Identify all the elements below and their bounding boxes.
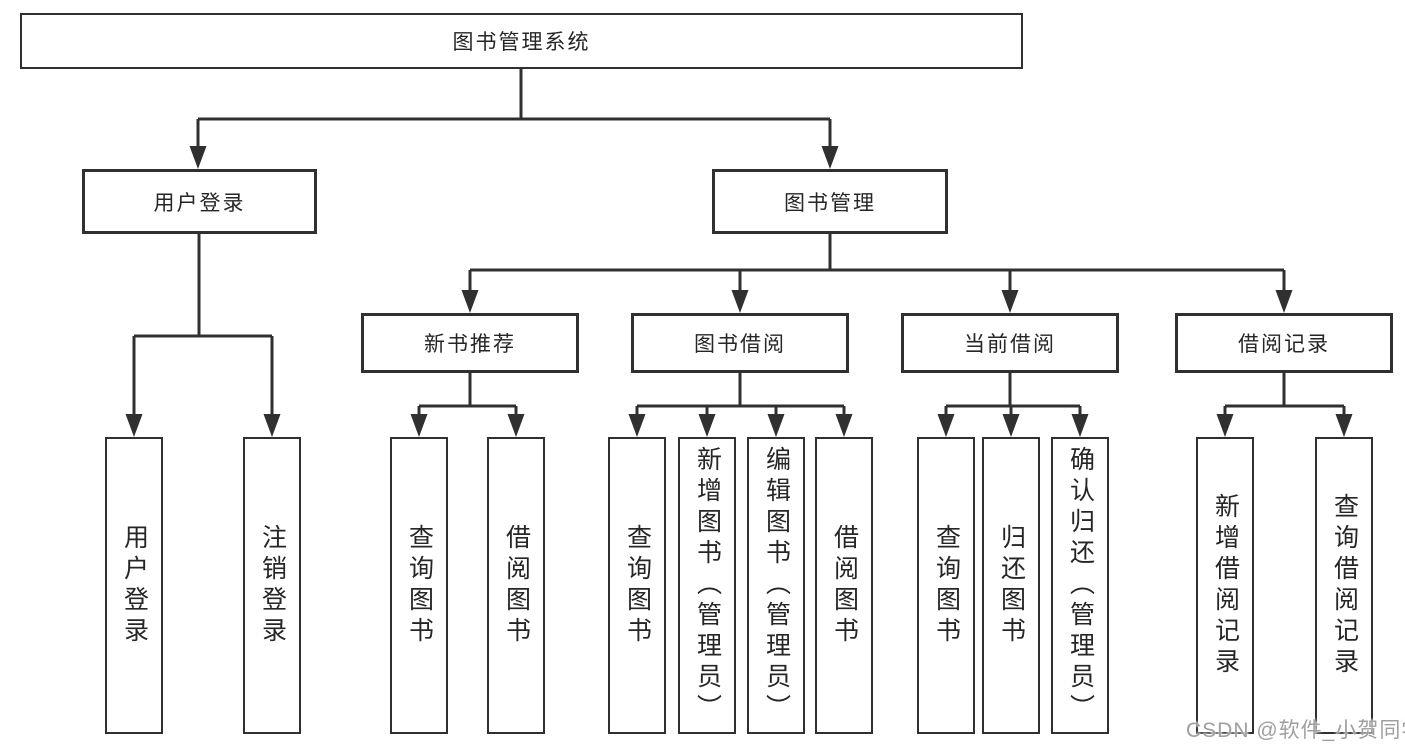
node-book-borrowing: 图书借阅 bbox=[631, 313, 849, 373]
leaf-query-books-current: 查询图书 bbox=[917, 437, 975, 734]
node-new-book-recommendation: 新书推荐 bbox=[361, 313, 579, 373]
leaf-logout: 注销登录 bbox=[243, 437, 301, 734]
node-current-borrowing: 当前借阅 bbox=[901, 313, 1119, 373]
node-user-login: 用户登录 bbox=[82, 169, 317, 234]
leaf-edit-book-admin: 编辑图书（管理员） bbox=[747, 437, 805, 734]
csdn-watermark: CSDN @软件_小贺同学 bbox=[1186, 719, 1405, 742]
leaf-query-borrow-record: 查询借阅记录 bbox=[1315, 437, 1373, 734]
leaf-return-books: 归还图书 bbox=[982, 437, 1040, 734]
node-root-library-system: 图书管理系统 bbox=[20, 13, 1023, 69]
leaf-add-borrow-record: 新增借阅记录 bbox=[1196, 437, 1254, 734]
leaf-query-books-borrow: 查询图书 bbox=[608, 437, 666, 734]
node-borrowing-records: 借阅记录 bbox=[1175, 313, 1393, 373]
leaf-borrow-books: 借阅图书 bbox=[815, 437, 873, 734]
leaf-query-books-recommend: 查询图书 bbox=[390, 437, 448, 734]
leaf-user-login: 用户登录 bbox=[105, 437, 163, 734]
leaf-confirm-return-admin: 确认归还（管理员） bbox=[1051, 437, 1109, 734]
leaf-add-book-admin: 新增图书（管理员） bbox=[678, 437, 736, 734]
leaf-borrow-books-recommend: 借阅图书 bbox=[487, 437, 545, 734]
node-book-management: 图书管理 bbox=[712, 169, 948, 234]
